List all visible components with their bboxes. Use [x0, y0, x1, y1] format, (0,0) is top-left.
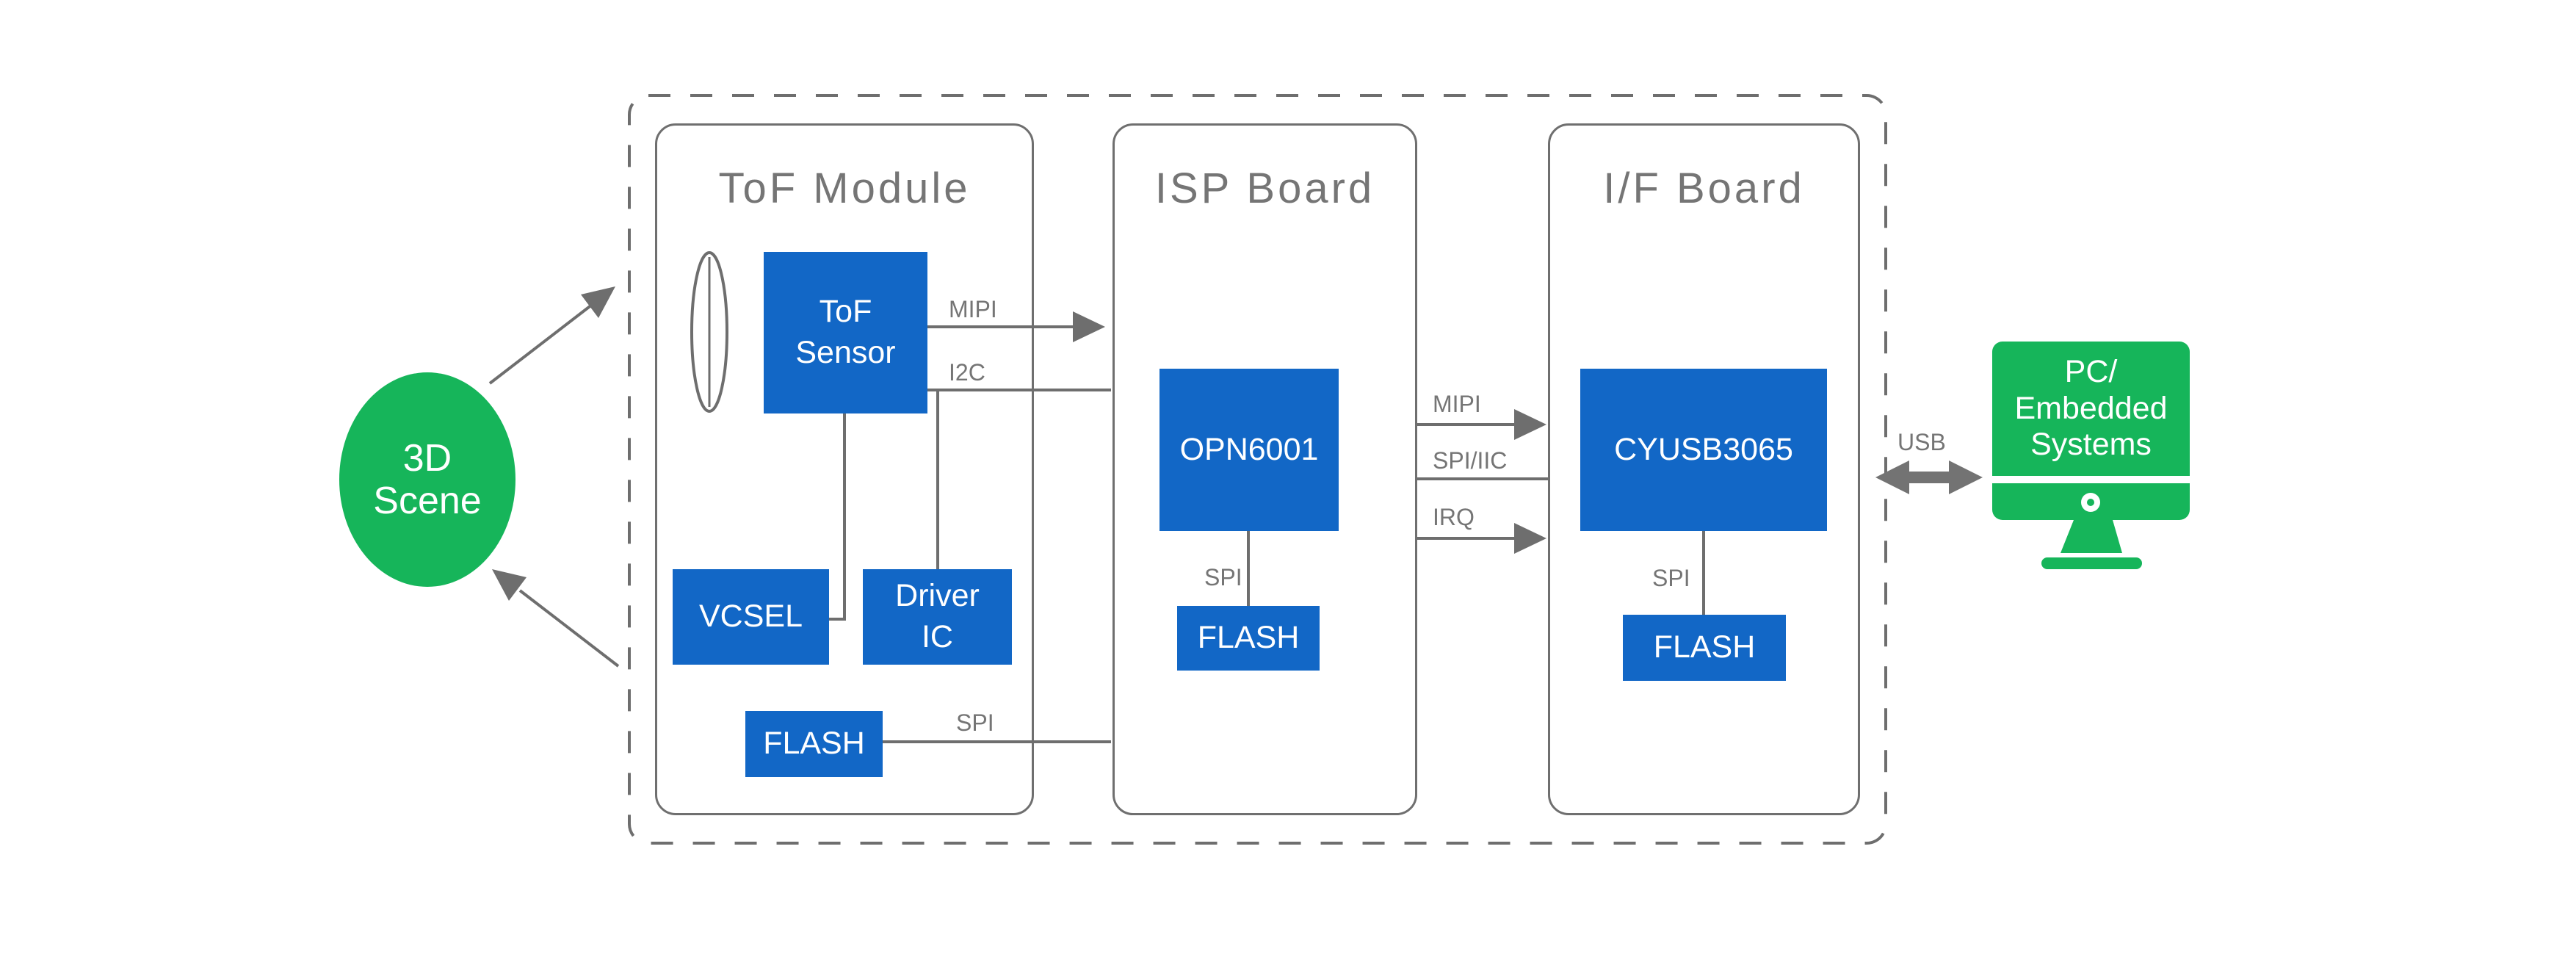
- pc-embedded-systems-label: PC/ Embedded Systems: [2014, 353, 2168, 463]
- driver-ic-block: Driver IC: [863, 569, 1012, 665]
- isp-board-title: ISP Board: [1154, 165, 1375, 212]
- tof-module-title: ToF Module: [718, 165, 971, 212]
- usb-double-arrow-icon: [1875, 460, 1983, 494]
- opn6001-block: OPN6001: [1159, 369, 1339, 531]
- spi-iic-label: SPI/IIC: [1433, 447, 1508, 474]
- tof-flash-spi-label: SPI: [956, 709, 994, 736]
- mipi-arrowhead-icon: [1073, 311, 1105, 342]
- arrow-to-scene-icon: [492, 569, 527, 601]
- tof-sensor-block: ToF Sensor: [764, 252, 927, 413]
- vcsel-block: VCSEL: [673, 569, 829, 665]
- usb-label: USB: [1897, 429, 1946, 455]
- reflected-light-line: [518, 589, 620, 668]
- monitor-camera-dot-icon: [2081, 493, 2100, 512]
- irq-arrowhead-icon: [1514, 523, 1546, 554]
- monitor-base-icon: [2041, 557, 2142, 569]
- mipi-label: MIPI: [949, 296, 997, 322]
- if-flash-block: FLASH: [1623, 615, 1786, 681]
- 3d-scene-label: 3D Scene: [373, 436, 482, 522]
- i2c-label: I2C: [949, 359, 985, 386]
- 3d-scene-node: 3D Scene: [339, 372, 515, 587]
- isp-mipi-label: MIPI: [1433, 391, 1481, 417]
- emitted-light-line: [488, 303, 593, 385]
- mipi2-arrowhead-icon: [1514, 409, 1546, 440]
- monitor-stand-icon: [2061, 520, 2122, 553]
- isp-flash-block: FLASH: [1177, 606, 1320, 671]
- if-board-title: I/F Board: [1603, 165, 1805, 212]
- irq-label: IRQ: [1433, 504, 1475, 530]
- if-flash-spi-label: SPI: [1652, 565, 1690, 591]
- arrow-to-enclosure-icon: [581, 286, 615, 318]
- tof-flash-block: FLASH: [745, 711, 883, 777]
- isp-flash-spi-label: SPI: [1204, 564, 1242, 590]
- cyusb3065-block: CYUSB3065: [1580, 369, 1827, 531]
